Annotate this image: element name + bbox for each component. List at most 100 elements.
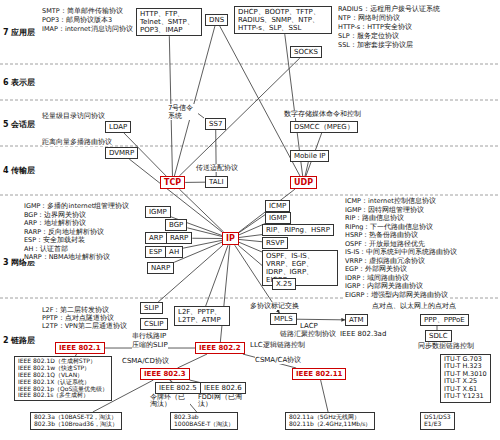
protocol-note: NARP：NBMA地址解析协议 — [24, 254, 110, 261]
protocol-name: SLIP — [144, 304, 159, 312]
protocol-box: DNS — [205, 14, 228, 26]
protocol-name: DNS — [209, 16, 224, 24]
connector — [178, 354, 208, 368]
protocol-name: ATM — [349, 316, 364, 324]
protocol-note: 链路汇聚控制协议 — [280, 330, 336, 338]
protocol-note: PPTP：点对点隧道协议 — [42, 315, 114, 322]
protocol-name: 802.11b（2.4GHz,11Mb/s） — [289, 421, 371, 428]
protocol-note: ICMP：internet控制信息协议 — [345, 198, 436, 205]
protocol-name: MPLS — [274, 315, 293, 323]
protocol-note: 令牌环（已淘汰） — [150, 394, 190, 409]
protocol-note: IMAP：internet消息访问协议 — [42, 26, 133, 33]
protocol-note: IDRP：域间路由协议 — [345, 275, 409, 282]
protocol-name: NARP — [151, 264, 170, 272]
protocol-box: TALI — [205, 176, 228, 188]
connector — [187, 228, 222, 237]
protocol-name: L2F、PPTP、L2TP、ATMP — [178, 308, 226, 324]
protocol-note: HTTP-s：HTTP安全协议 — [338, 24, 412, 31]
protocol-box: 802.11a（5GHz无线网）802.11b（2.4GHz,11Mb/s） — [285, 412, 375, 430]
layer-separator — [0, 64, 500, 65]
protocol-name: IEEE 802.1 — [59, 344, 101, 352]
protocol-name: 802.3a（10BASE-T2，淘汰） — [34, 414, 118, 421]
protocol-name: SOCKS — [294, 48, 318, 56]
protocol-name: SDLC — [429, 332, 448, 340]
protocol-name: CSLIP — [144, 320, 164, 328]
protocol-note: BGP：边界网关协议 — [24, 212, 86, 219]
protocol-name: RARP — [166, 233, 191, 243]
protocol-name: ARP — [146, 233, 166, 243]
protocol-name: E1/E3 — [424, 421, 451, 428]
protocol-name: DSMCC（MPEG） — [294, 123, 354, 131]
protocol-note: CSMA/CA协议 — [255, 356, 301, 364]
protocol-name: ITU-T X.61 — [444, 386, 487, 393]
layer-name: 6 表示层 — [3, 78, 35, 87]
layer-name: 5 会话层 — [3, 120, 35, 129]
protocol-box: DVMRP — [105, 147, 138, 159]
protocol-note: 轻量级目录访问协议 — [42, 112, 105, 120]
layer-separator — [0, 64, 500, 298]
protocol-box: X.25 — [272, 278, 296, 290]
protocol-note: L2F：第二层转发协议 — [42, 307, 110, 314]
protocol-name: IGMP — [269, 214, 287, 222]
protocol-note: RARP：反向地址解析协议 — [24, 229, 104, 236]
protocol-name: RSVP — [266, 239, 284, 247]
protocol-name: IEEE 802.1p（QoS流量优先级） — [18, 386, 108, 393]
protocol-name: BGP — [169, 221, 183, 229]
connector — [297, 319, 345, 321]
protocol-note: 数字存储媒体命令和控制 — [284, 110, 361, 118]
protocol-name: IEEE 802.1X（认证系统） — [18, 379, 108, 386]
protocol-note: ESP：安全加载封装 — [24, 237, 85, 244]
protocol-name: ITU-T Y.1231 — [444, 393, 487, 400]
protocol-note: POP3：邮局协议版本3 — [42, 17, 112, 24]
protocol-box: IEEE 802.1D（生成树STP）IEEE 802.1w（快速STP）IEE… — [14, 356, 112, 401]
protocol-box: DSMCC（MPEG） — [290, 121, 358, 133]
protocol-name: UDP — [294, 178, 313, 187]
protocol-box: Mobile IP — [290, 150, 329, 162]
protocol-name: IEEE 802.1s（多生成树） — [18, 392, 108, 399]
protocol-box: L2F、PPTP、L2TP、ATMP — [174, 306, 230, 326]
protocol-box: IP — [222, 232, 239, 245]
protocol-name: 802.3ab — [174, 414, 234, 421]
connector — [239, 235, 262, 238]
protocol-name: Mobile IP — [294, 152, 325, 160]
protocol-name: IP — [226, 234, 235, 243]
protocol-name: ITU-T H.323 — [444, 363, 487, 370]
protocol-name: SS7 — [209, 120, 222, 128]
protocol-box: RSVP — [262, 237, 288, 249]
protocol-note: L2TP：VPN第二层通道协议 — [42, 323, 127, 330]
protocol-name: PPP、PPPoE — [424, 316, 465, 324]
protocol-box: RIP、RIPng、HSRP — [262, 224, 334, 236]
connector — [185, 182, 205, 183]
layer-separator — [0, 195, 500, 196]
protocol-note: SMTP：简单邮件传输协议 — [42, 8, 123, 15]
protocol-name: IEEE 802.2 — [199, 344, 241, 352]
protocol-box: IEEE 802.5 — [155, 382, 201, 394]
protocol-box: IEEE 802.6 — [200, 382, 246, 394]
layer-name: 4 传输层 — [3, 166, 35, 175]
protocol-name: HTTP、FTP、Telnet、SMTP、POP3、IMAP — [140, 10, 198, 34]
protocol-name: AH — [165, 247, 182, 257]
protocol-note: SLP：服务定位协议 — [338, 33, 399, 40]
protocol-box: UDP — [290, 176, 317, 189]
protocol-note: RADIUS：远程用户拨号认证系统 — [338, 6, 440, 13]
protocol-note: RIPng：下一代路由信息协议 — [345, 224, 433, 231]
protocol-note: 点对点、以太网上的点对点 — [372, 302, 456, 310]
protocol-note: FDDI网（已淘汰） — [198, 394, 242, 409]
protocol-box: IEEE 802.11 — [292, 368, 346, 380]
protocol-box: ESPAH — [145, 246, 183, 258]
protocol-box: TCP — [160, 176, 185, 189]
protocol-box: 802.3a（10BASE-T2，淘汰）802.3b（10Broad36，淘汰） — [30, 412, 122, 430]
protocol-name: 802.11a（5GHz无线网） — [289, 414, 371, 421]
protocol-name: IEEE 802.1Q（VLAN） — [18, 372, 108, 379]
protocol-box: SS7 — [205, 118, 226, 130]
protocol-box: IEEE 802.2 — [195, 342, 245, 354]
protocol-note: EGP：外部网关协议 — [345, 266, 407, 273]
protocol-name: 1000BASE-T（淘汰） — [174, 421, 234, 428]
protocol-note: LLC逻辑链路控制 — [250, 341, 305, 349]
protocol-name: IEEE 802.5 — [159, 384, 197, 392]
protocol-box: DS1/DS3E1/E3 — [420, 412, 455, 430]
protocol-note: RIP：路由信息协议 — [345, 215, 404, 222]
protocol-name: IEEE 802.1D（生成树STP） — [18, 358, 108, 365]
protocol-name: ICMP — [269, 202, 286, 210]
